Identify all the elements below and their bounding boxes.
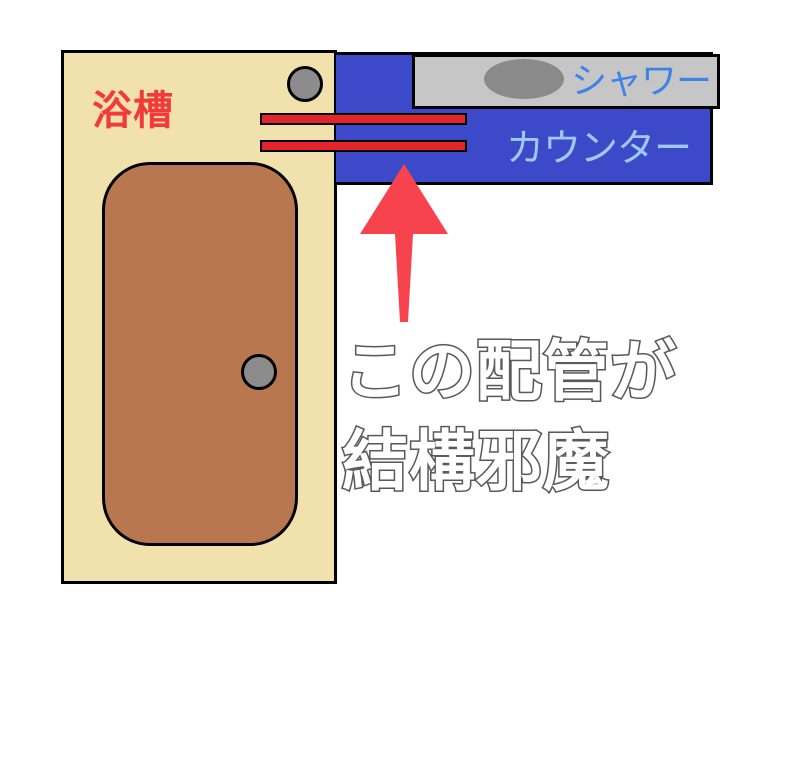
pipe-lower xyxy=(260,140,467,152)
bathtub-drain xyxy=(241,354,277,390)
bathtub-faucet-knob xyxy=(287,66,323,102)
bathtub-basin xyxy=(102,162,298,546)
bathtub-label: 浴槽 xyxy=(92,88,174,134)
caption-line-2: 結構邪魔 xyxy=(341,422,611,502)
shower-label: シャワー xyxy=(571,61,712,102)
pipe-upper xyxy=(260,113,467,125)
arrow-up-icon xyxy=(360,164,448,322)
shower-head xyxy=(484,59,564,99)
counter-label: カウンター xyxy=(506,126,692,170)
shower-bar xyxy=(412,54,720,109)
caption-line-1: この配管が xyxy=(341,332,678,412)
